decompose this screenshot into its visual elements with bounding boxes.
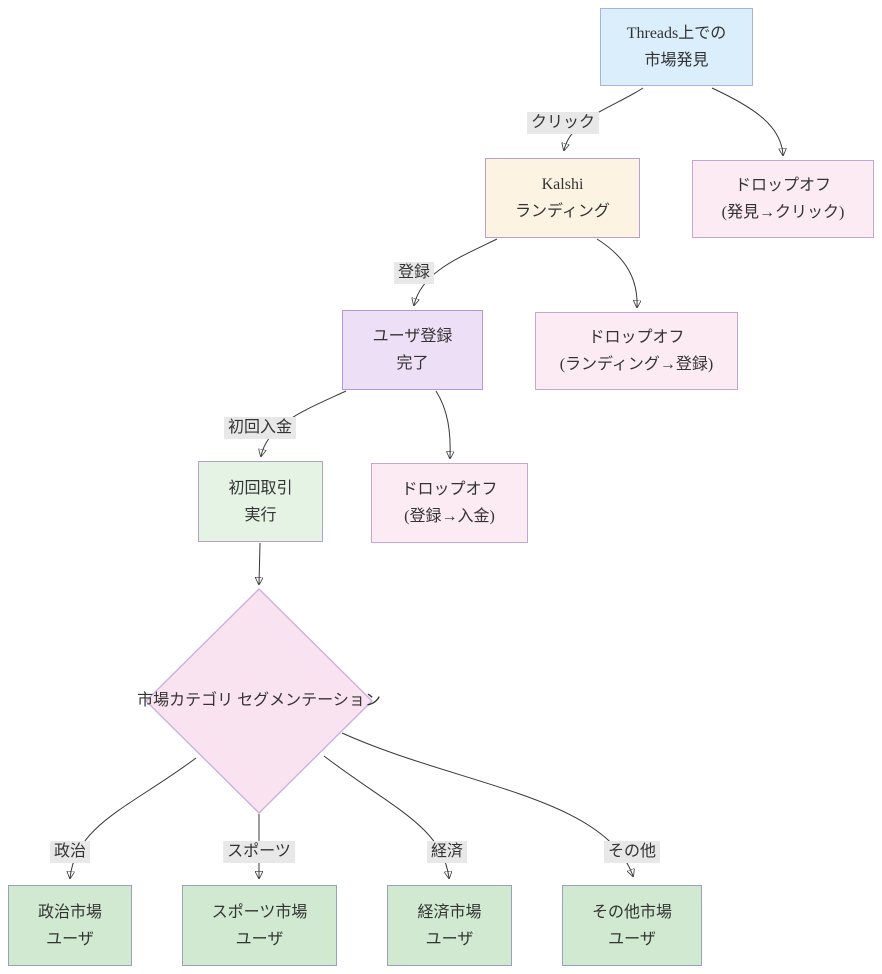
edge-kalshi-to-dropoff-landing [596,238,637,307]
node-first-trade-execution: 初回取引 実行 [198,461,323,542]
edge-label-register: 登録 [393,262,435,284]
node-other-market-users-line1: その他市場 [591,903,672,921]
edge-label-click: クリック [526,112,600,134]
node-kalshi-landing: Kalshi ランディング [485,158,640,238]
node-dropoff-discovery-click-line2: (発見→クリック) [721,204,845,221]
node-dropoff-landing-registration-line2: (ランディング→登録) [559,356,714,373]
node-dropoff-landing-registration: ドロップオフ (ランディング→登録) [535,312,738,390]
node-threads-discovery-line2: 市場発見 [644,52,709,69]
node-threads-discovery-line1: Threads上での [626,25,727,42]
node-sports-market-users: スポーツ市場 ユーザ [182,885,337,966]
node-politics-market-users-line1: 政治市場 [37,903,102,921]
node-dropoff-registration-deposit-line1: ドロップオフ [401,481,498,498]
node-first-trade-execution-line2: 実行 [244,506,277,524]
node-dropoff-registration-deposit-line2: (登録→入金) [404,508,495,525]
edge-label-economy: 経済 [426,841,468,863]
edge-registration-to-dropoff-registration [435,390,450,458]
node-politics-market-users-line2: ユーザ [46,930,94,948]
node-economy-market-users-line2: ユーザ [425,930,474,948]
node-other-market-users: その他市場 ユーザ [562,885,702,966]
node-kalshi-landing-line2: ランディング [515,203,610,220]
node-economy-market-users-line1: 経済市場 [417,903,482,921]
edge-firsttrade-to-segmentation [259,542,260,584]
node-dropoff-discovery-click: ドロップオフ (発見→クリック) [692,160,874,238]
node-market-category-segmentation-line2: セグメンテーション [237,692,381,709]
node-user-registration-complete: ユーザ登録 完了 [342,310,483,390]
node-sports-market-users-line2: ユーザ [235,930,284,948]
edge-discovery-to-dropoff-discovery [711,87,783,155]
node-user-registration-complete-line2: 完了 [396,355,429,372]
node-economy-market-users: 経済市場 ユーザ [387,885,512,966]
node-sports-market-users-line1: スポーツ市場 [211,903,308,921]
node-dropoff-registration-deposit: ドロップオフ (登録→入金) [371,463,528,543]
edge-label-other: その他 [603,841,661,863]
node-market-category-segmentation: 市場カテゴリ セグメンテーション [137,687,381,715]
node-dropoff-landing-registration-line1: ドロップオフ [588,329,685,346]
node-other-market-users-line2: ユーザ [608,930,656,948]
node-dropoff-discovery-click-line1: ドロップオフ [734,177,831,194]
edge-label-sports: スポーツ [223,841,295,863]
node-market-category-segmentation-line1: 市場カテゴリ [137,692,234,709]
edge-label-first-deposit: 初回入金 [223,417,297,439]
node-kalshi-landing-line1: Kalshi [541,176,584,193]
edge-segmentation-to-other [341,732,633,876]
node-threads-discovery: Threads上での 市場発見 [600,8,753,86]
edge-label-politics: 政治 [49,841,91,863]
node-first-trade-execution-line1: 初回取引 [228,479,293,497]
node-user-registration-complete-line1: ユーザ登録 [372,328,453,345]
node-politics-market-users: 政治市場 ユーザ [8,885,132,966]
